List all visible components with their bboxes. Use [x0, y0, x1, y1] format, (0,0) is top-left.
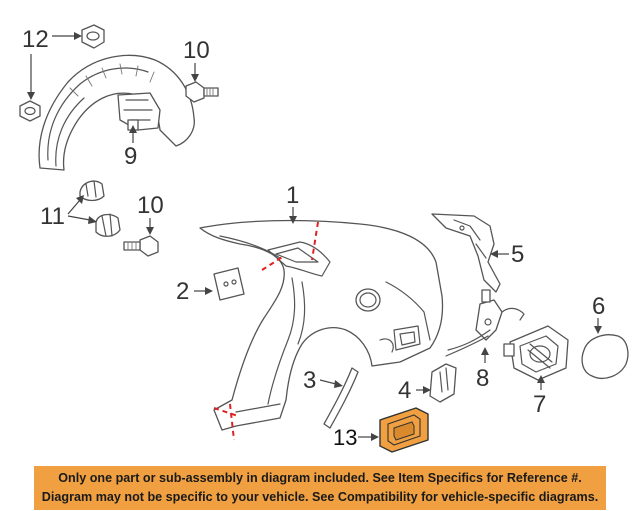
- arrow-6: [594, 326, 602, 334]
- callout-8: 8: [476, 365, 489, 392]
- leader-11-b: [67, 215, 91, 221]
- arrow-7: [537, 375, 545, 383]
- part-11-clip-lower: [95, 213, 121, 237]
- callout-1: 1: [286, 182, 299, 209]
- arrow-8: [481, 347, 489, 355]
- callout-12: 12: [22, 26, 49, 53]
- callout-5: 5: [511, 241, 524, 268]
- disclaimer-banner: Only one part or sub-assembly in diagram…: [34, 466, 606, 510]
- callout-10-top: 10: [183, 37, 210, 64]
- arrow-11-a: [76, 195, 84, 204]
- cut-line-rocker-b: [229, 403, 235, 441]
- part-6-fuel-door: [581, 334, 629, 379]
- callout-11: 11: [40, 203, 65, 230]
- arrow-9: [129, 125, 137, 133]
- parts-diagram: 12 9 10 11 10: [19, 24, 629, 453]
- arrow-5: [490, 250, 498, 258]
- arrow-2: [205, 287, 213, 295]
- leader-3: [319, 379, 337, 385]
- arrow-3: [334, 380, 343, 388]
- callout-4: 4: [398, 377, 411, 404]
- callout-10-lower: 10: [137, 192, 164, 219]
- arrow-13: [371, 433, 379, 441]
- callout-9: 9: [124, 143, 137, 170]
- arrow-10-top: [191, 74, 199, 82]
- part-13-highlighted: [379, 407, 429, 453]
- part-10-bolt-top: [185, 81, 219, 103]
- cut-line-rocker-a: [213, 407, 239, 417]
- arrow-4: [423, 386, 431, 394]
- part-12-clip-nut: [81, 24, 105, 49]
- callout-13: 13: [333, 425, 357, 450]
- callout-2: 2: [176, 278, 189, 305]
- part-10-bolt-lower: [123, 235, 159, 257]
- leader-11-a: [67, 199, 81, 215]
- part-4-bracket: [429, 363, 457, 403]
- callout-7: 7: [533, 391, 546, 418]
- arrow-12-lower: [27, 92, 35, 100]
- callout-3: 3: [303, 367, 316, 394]
- part-3-molding: [323, 367, 359, 429]
- callout-6: 6: [592, 293, 605, 320]
- part-11-clip-upper: [79, 180, 105, 202]
- arrow-11-b: [88, 216, 97, 224]
- cut-line-upper: [311, 221, 319, 261]
- arrow-1: [289, 216, 297, 224]
- part-2-bracket: [213, 267, 245, 301]
- part-9-wheel-house-liner: [38, 54, 195, 171]
- disclaimer-line-1: Only one part or sub-assembly in diagram…: [58, 471, 582, 485]
- part-7-fuel-filler-housing: [503, 325, 569, 381]
- cut-line-pillar: [261, 255, 285, 271]
- part-8-fuel-door-hinge: [445, 289, 525, 357]
- part-5-bracket: [431, 213, 501, 293]
- arrow-10-lower: [146, 227, 154, 235]
- arrow-12: [74, 32, 82, 40]
- part-12-clip-nut-lower: [19, 100, 41, 122]
- disclaimer-line-2: Diagram may not be specific to your vehi…: [41, 490, 599, 504]
- part-1-quarter-panel: [199, 219, 444, 431]
